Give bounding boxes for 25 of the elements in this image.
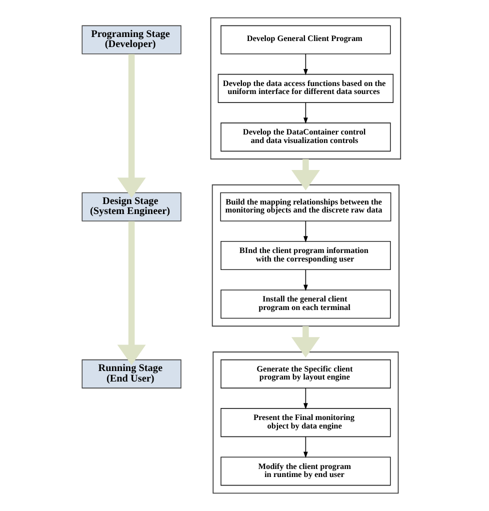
node-box: Design Stage (System Engineer) (82, 192, 182, 222)
node-box: Develop the DataContainer control and data visualization controls (220, 122, 391, 152)
arrow (291, 159, 320, 190)
arrow (117, 54, 146, 198)
node-box: Develop General Client Program (220, 25, 391, 54)
node-box: Present the Final monitoring object by data engine (220, 408, 391, 438)
arrow (303, 436, 308, 458)
node-box: Running Stage (End User) (82, 359, 182, 388)
arrow (303, 269, 308, 291)
cluster (210, 17, 402, 160)
arrow (303, 54, 308, 76)
arrow (117, 221, 146, 366)
node-box: Modify the client program in runtime by end user (220, 456, 391, 486)
node-box: Build the mapping relationships between the monitoring objects and the discrete raw data (220, 192, 392, 222)
cluster (212, 352, 399, 494)
node-box: Install the general client program on each terminal (220, 290, 391, 319)
arrow (291, 326, 320, 358)
node-box: Develop the data access functions based on the uniform interface for different data sources (218, 74, 394, 103)
arrow (303, 388, 308, 410)
node-box: BInd the client program information with the corresponding user (220, 240, 391, 270)
arrow (303, 102, 308, 124)
node-box: Generate the Specific client program by layout engine (220, 359, 391, 388)
node-box: Programing Stage (Developer) (82, 25, 182, 54)
cluster (212, 184, 400, 327)
arrow (303, 220, 308, 242)
